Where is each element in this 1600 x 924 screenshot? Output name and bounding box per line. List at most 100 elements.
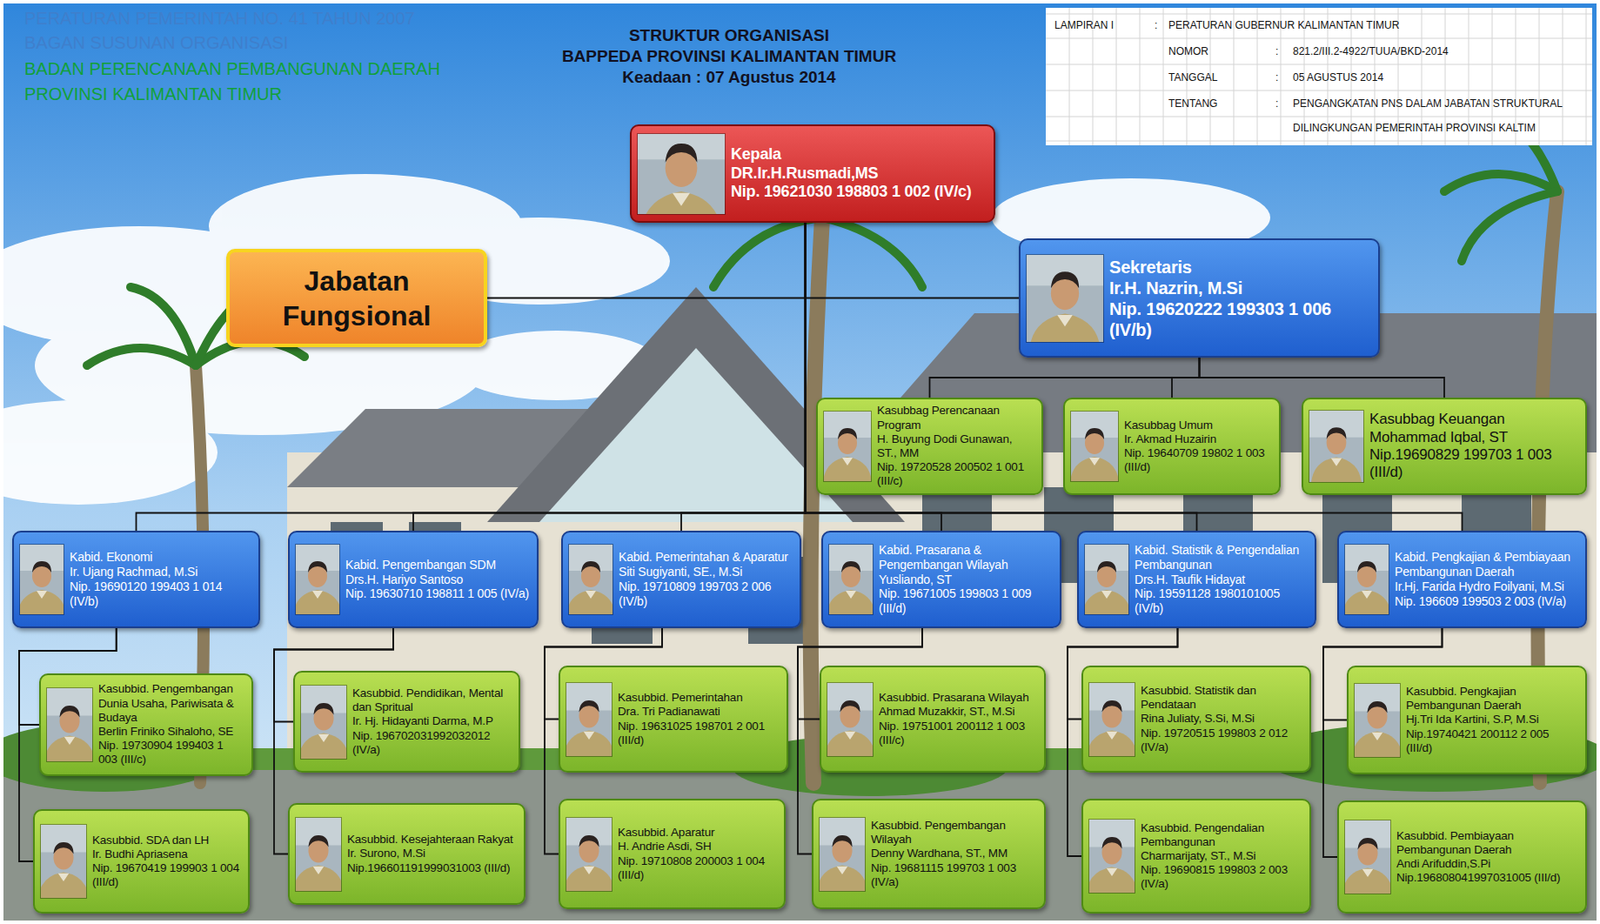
subdivision-box: Kasubbid. AparaturH. Andrie Asdi, SHNip.… (558, 798, 786, 910)
appendix-text: : (1275, 45, 1279, 58)
employee-number: Nip. 19710808 200003 1 004 (III/d) (617, 854, 777, 883)
division-box: Kabid. Prasarana & Pengembangan WilayahY… (821, 530, 1062, 629)
chart-date: Keadaan : 07 Agustus 2014 (468, 67, 991, 88)
portrait-photo (294, 816, 342, 892)
employee-number: Nip.196601191999031003 (III/d) (347, 861, 517, 876)
person-name: Ir. Surono, M.Si (347, 846, 517, 861)
person-name: Denny Wardhana, ST., MM (870, 846, 1038, 861)
portrait-photo (46, 687, 94, 763)
portrait-photo (40, 823, 88, 899)
person-name: Drs.H. Hariyo Santoso (345, 572, 530, 588)
position-title: Kasubbid. Statistik dan Pendataan (1140, 683, 1303, 712)
person-name: Ir. Hj. Hidayanti Darma, M.P (352, 714, 512, 729)
portrait-photo (828, 543, 874, 616)
portrait-photo (823, 410, 872, 483)
position-title: Kasubbid. Pemerintahan (617, 690, 780, 705)
position-title: Kasubbag Perencanaan Program (876, 403, 1035, 432)
portrait-photo (1353, 682, 1401, 758)
portrait-photo (818, 816, 866, 892)
portrait-photo (300, 684, 348, 760)
employee-number: Nip. 19720515 199803 2 012 (IV/a) (1140, 726, 1303, 755)
position-title: Kabid. Ekonomi (69, 549, 252, 565)
person-name: Ir. Akmad Huzairin (1124, 432, 1272, 447)
portrait-photo (565, 682, 613, 757)
subdivision-box: Kasubbid. PemerintahanDra. Tri Padianawa… (558, 665, 789, 773)
subdivision-box: Kasubbid. SDA dan LHIr. Budhi ApriasenaN… (33, 809, 250, 914)
subsection-box: Kasubbag Perencanaan ProgramH. Buyung Do… (816, 397, 1044, 496)
subdivision-box: Kasubbid. Pembiayaan Pembangunan DaerahA… (1337, 800, 1587, 914)
connector (681, 222, 806, 531)
portrait-photo (1308, 409, 1365, 483)
employee-number: Nip.196808041997031005 (III/d) (1396, 870, 1579, 885)
person-name: Charmarijaty, ST., M.Si (1140, 849, 1303, 864)
header-text: PERATURAN PEMERINTAH NO. 41 TAHUN 2007 (24, 8, 416, 29)
person-name: Berlin Friniko Sihaloho, SE (98, 724, 245, 739)
position-title: Kasubbid. Prasarana Wilayah (878, 690, 1038, 705)
position-title: Kepala (730, 145, 987, 165)
portrait-photo (1344, 543, 1390, 616)
portrait-photo (294, 543, 341, 616)
subdivision-box: Kasubbid. Pengkajian Pembangunan DaerahH… (1346, 665, 1587, 775)
portrait-photo (636, 133, 726, 215)
position-title: Kasubbid. Pengembangan Wilayah (870, 818, 1038, 847)
portrait-photo (19, 543, 65, 616)
position-title: Kabid. Statistik & Pengendalian Pembangu… (1134, 542, 1308, 573)
subdivision-box: Kasubbid. Pengembangan Dunia Usaha, Pari… (39, 673, 254, 777)
header-text: BAGAN SUSUNAN ORGANISASI (24, 33, 288, 54)
position-title: Kasubbid. Pembiayaan Pembangunan Daerah (1396, 829, 1579, 857)
employee-number: Nip. 19621030 198803 1 002 (IV/c) (730, 182, 987, 202)
person-name: Ir.Hj. Farida Hydro Foilyani, M.Si (1394, 579, 1579, 595)
appendix-text: NOMOR (1168, 45, 1209, 58)
division-box: Kabid. Pemerintahan & AparaturSiti Sugiy… (561, 530, 802, 629)
subdivision-box: Kasubbid. Pengembangan WilayahDenny Ward… (811, 798, 1046, 910)
portrait-photo (1025, 254, 1105, 343)
appendix-text: TENTANG (1168, 97, 1218, 110)
division-box: Kabid. EkonomiIr. Ujang Rachmad, M.SiNip… (12, 530, 261, 629)
position-title: Kasubbid. Kesejahteraan Rakyat (347, 832, 517, 847)
subsection-box: Kasubbag KeuanganMohammad Iqbal, STNip.1… (1301, 397, 1587, 496)
division-box: Kabid. Pengembangan SDMDrs.H. Hariyo San… (287, 530, 539, 629)
employee-number: Nip. 196702031992032012 (IV/a) (352, 729, 512, 757)
position-title: Jabatan Fungsional (256, 263, 457, 334)
person-name: H. Buyung Dodi Gunawan, ST., MM (876, 432, 1035, 461)
position-title: Kasubbid. Pendidikan, Mental dan Spritua… (352, 686, 512, 715)
appendix-text: : (1154, 19, 1158, 32)
person-name: Ahmad Muzakkir, ST., M.Si (878, 704, 1038, 719)
header-text: BADAN PERENCANAAN PEMBANGUNAN DAERAH (24, 59, 441, 80)
portrait-photo (1088, 682, 1136, 757)
person-name: Ir. Ujang Rachmad, M.Si (69, 564, 252, 580)
position-title: Kasubbid. SDA dan LH (92, 833, 242, 848)
chart-title: BAPPEDA PROVINSI KALIMANTAN TIMUR (468, 46, 991, 67)
person-name: Rina Juliaty, S.Si, M.Si (1140, 711, 1303, 726)
position-title: Kasubbag Umum (1124, 418, 1272, 433)
connector (930, 357, 1200, 398)
secretary-box: SekretarisIr.H. Nazrin, M.SiNip. 1962022… (1018, 238, 1380, 358)
person-name: Ir.H. Nazrin, M.Si (1109, 277, 1372, 299)
portrait-photo (568, 543, 614, 616)
employee-number: Nip.19740421 200112 2 005 (III/d) (1405, 727, 1579, 756)
connector (1171, 357, 1200, 398)
subdivision-box: Kasubbid. Statistik dan PendataanRina Ju… (1081, 665, 1312, 773)
employee-number: Nip. 19690120 199403 1 014 (IV/b) (69, 579, 252, 610)
person-name: Ir. Budhi Apriasena (92, 847, 242, 862)
position-title: Kabid. Prasarana & Pengembangan Wilayah (878, 542, 1053, 573)
person-name: DR.Ir.H.Rusmadi,MS (730, 164, 987, 184)
appendix-text: : (1275, 97, 1279, 110)
subdivision-box: Kasubbid. Prasarana WilayahAhmad Muzakki… (819, 665, 1046, 773)
connector (136, 222, 806, 531)
portrait-photo (1084, 543, 1130, 616)
employee-number: Nip. 19730904 199403 1 003 (III/c) (98, 738, 245, 767)
position-title: Kasubbid. Aparatur (617, 825, 777, 840)
portrait-photo (565, 816, 613, 892)
employee-number: Nip. 19670419 199903 1 004 (III/d) (92, 861, 242, 890)
employee-number: Nip. 19751001 200112 1 003 (III/c) (878, 719, 1038, 748)
header-text: PROVINSI KALIMANTAN TIMUR (24, 84, 282, 105)
subdivision-box: Kasubbid. Kesejahteraan RakyatIr. Surono… (287, 803, 526, 905)
person-name: Drs.H. Taufik Hidayat (1134, 572, 1308, 588)
subdivision-box: Kasubbid. Pendidikan, Mental dan Spritua… (293, 670, 521, 773)
division-box: Kabid. Pengkajian & Pembiayaan Pembangun… (1337, 530, 1587, 629)
employee-number: Nip. 19620222 199303 1 006 (IV/b) (1109, 298, 1372, 341)
employee-number: Nip. 19591128 1980101005 (IV/b) (1134, 586, 1308, 616)
appendix-text: LAMPIRAN I (1054, 19, 1114, 32)
